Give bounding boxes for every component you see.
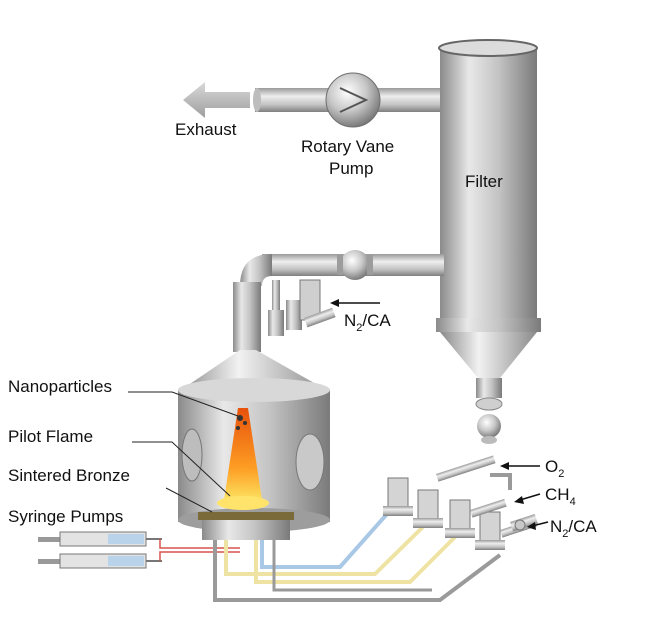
flame-icon bbox=[217, 408, 269, 510]
nanoparticles-label: Nanoparticles bbox=[8, 377, 112, 396]
pilot-flame-leader bbox=[132, 441, 231, 497]
o2-label: O2 bbox=[545, 457, 564, 480]
gas-lines bbox=[213, 473, 512, 602]
nanoparticles-leader bbox=[128, 391, 239, 417]
rotary-vane-pump-icon bbox=[325, 72, 381, 128]
filter-label: Filter bbox=[465, 172, 503, 191]
mfc-2 bbox=[413, 489, 443, 528]
n2ca-bottom-arrow-icon bbox=[527, 521, 549, 530]
n2ca-bottom-label: N2/CA bbox=[550, 517, 597, 540]
rotary-vane-pump-label-line1: Rotary Vane bbox=[301, 137, 394, 156]
n2ca-bottom-fitting bbox=[510, 513, 538, 532]
mfc-3 bbox=[445, 499, 475, 538]
ch4-arrow-icon bbox=[514, 493, 541, 504]
sintered-bronze-plate bbox=[198, 512, 294, 540]
syringe-pump-1-icon bbox=[38, 531, 162, 547]
mfc-4 bbox=[475, 511, 505, 550]
exhaust-label: Exhaust bbox=[175, 120, 237, 139]
o2-arrow-icon bbox=[500, 462, 540, 470]
syringe-pump-2-icon bbox=[38, 553, 162, 569]
filter-outlet-pipe bbox=[233, 254, 444, 352]
syringe-pumps-label: Syringe Pumps bbox=[8, 507, 123, 526]
mfc-1 bbox=[383, 477, 413, 516]
filter-column bbox=[436, 39, 541, 444]
n2ca-top-arrow-icon bbox=[330, 299, 380, 307]
ch4-label: CH4 bbox=[545, 485, 576, 508]
valve-icon bbox=[337, 250, 373, 280]
sintered-bronze-leader bbox=[165, 487, 213, 513]
pilot-flame-label: Pilot Flame bbox=[8, 427, 93, 446]
sintered-bronze-label: Sintered Bronze bbox=[8, 466, 130, 485]
purge-inlet-fitting bbox=[268, 279, 336, 336]
rotary-vane-pump-label-line2: Pump bbox=[329, 159, 373, 178]
exhaust-arrow-icon bbox=[183, 82, 250, 118]
n2ca-top-label: N2/CA bbox=[344, 311, 391, 334]
